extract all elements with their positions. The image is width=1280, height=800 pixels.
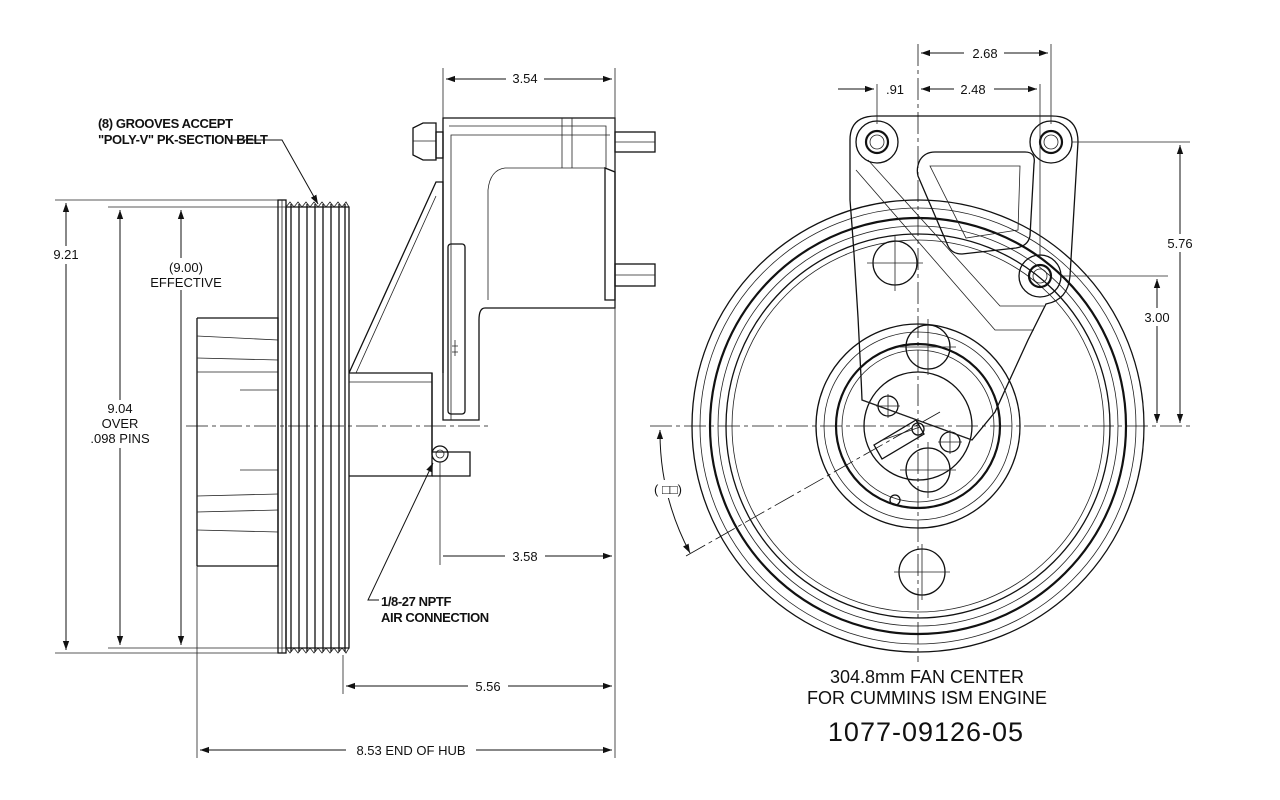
front-extension-lines [876, 44, 1190, 277]
note-air-line1: 1/8-27 NPTF [381, 594, 451, 609]
shaft-housing [349, 372, 471, 477]
bolt-boss-lower [1018, 254, 1062, 298]
dim-air-offset: 3.58 [512, 549, 537, 564]
dim-angle: ( □□) [654, 482, 682, 497]
caption-line2: FOR CUMMINS ISM ENGINE [807, 688, 1047, 708]
dim-effective-label: EFFECTIVE [150, 275, 222, 290]
fan-hub [196, 317, 279, 567]
dim-inner-span: 2.48 [960, 82, 985, 97]
dim-left-offset: .91 [886, 82, 904, 97]
dim-height-lower: 3.00 [1144, 310, 1169, 325]
dim-over-pins-line2: OVER [102, 416, 139, 431]
reference-holes [867, 235, 956, 600]
dim-height-upper: 5.76 [1167, 236, 1192, 251]
bolt-boss-right [1029, 120, 1073, 164]
note-grooves-line1: (8) GROOVES ACCEPT [98, 116, 233, 131]
note-air-line2: AIR CONNECTION [381, 610, 489, 625]
air-leader [367, 462, 434, 601]
part-number: 1077-09126-05 [828, 717, 1024, 747]
dim-over-pins-line3: .098 PINS [90, 431, 150, 446]
pulley-flange [277, 199, 287, 654]
dim-end-of-hub: 8.53 END OF HUB [356, 743, 465, 758]
poly-v-grooves [285, 201, 350, 654]
air-port-icon [431, 445, 449, 463]
note-grooves-line2: "POLY-V" PK-SECTION BELT [98, 132, 268, 147]
dim-effective-value: (9.00) [169, 260, 203, 275]
dim-overall-dia: 9.21 [53, 247, 78, 262]
caption-line1: 304.8mm FAN CENTER [830, 667, 1024, 687]
dim-pulley-to-back: 5.56 [475, 679, 500, 694]
bolt-head-icon [412, 122, 437, 161]
front-view: 2.68 .91 2.48 5.76 3.00 ( □□) 304.8mm FA… [646, 44, 1200, 747]
air-fitting [873, 419, 925, 460]
side-extension-lines [55, 68, 616, 758]
label-plate [447, 243, 466, 415]
bracket-window [916, 151, 1035, 255]
mounting-bracket-front [849, 115, 1079, 441]
dim-bolt-span: 2.68 [972, 46, 997, 61]
bolt-boss-left [855, 120, 899, 164]
mounting-bracket-side [348, 117, 656, 421]
dim-over-pins-value: 9.04 [107, 401, 132, 416]
angle-centerline [685, 411, 941, 557]
side-view: 9.21 9.04 OVER .098 PINS (9.00) EFFECTIV… [48, 68, 656, 759]
dim-top-width: 3.54 [512, 71, 537, 86]
grooves-leader [228, 139, 319, 205]
